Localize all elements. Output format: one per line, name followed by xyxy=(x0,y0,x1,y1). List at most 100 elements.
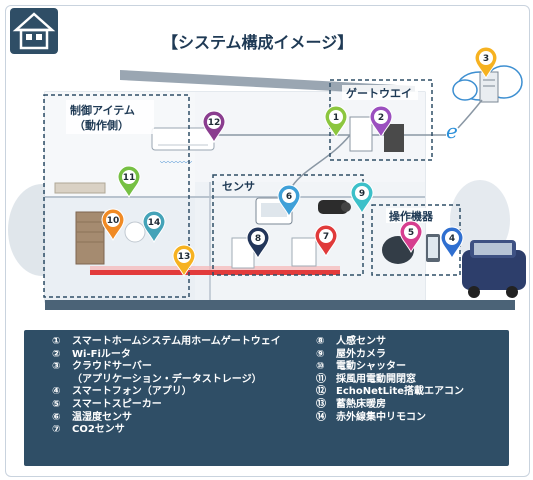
pin-marker-1: 1 xyxy=(324,105,348,139)
pin-center xyxy=(355,186,369,200)
legend-text: EchoNetLite搭載エアコン xyxy=(336,386,465,398)
legend-text: Wi-Fiルータ xyxy=(72,348,131,360)
area-label-sensor: センサ xyxy=(222,180,255,193)
pin-number: 14 xyxy=(148,218,161,228)
legend-item: ⑧ 人感センサ xyxy=(316,336,464,349)
legend-number: ⑫ xyxy=(316,386,326,398)
floor-heating-line xyxy=(90,270,340,275)
pin-marker-9: 9 xyxy=(350,181,374,215)
legend-item: ⑩ 電動シャッター xyxy=(316,361,464,374)
pin-number: 2 xyxy=(378,113,384,123)
pin-center xyxy=(374,110,388,124)
legend-item: ④ スマートフォン（アプリ） xyxy=(52,386,281,399)
legend-text: 屋外カメラ xyxy=(336,348,386,360)
pin-number: 8 xyxy=(255,234,261,244)
legend-item: ③ クラウドサーバー xyxy=(52,361,281,374)
legend-item: ⑥ 温湿度センサ xyxy=(52,412,281,425)
pin-number: 1 xyxy=(333,113,339,123)
pin-marker-7: 7 xyxy=(314,224,338,258)
legend-number: ① xyxy=(52,336,61,347)
pin-number: 12 xyxy=(208,118,221,128)
cloud-server-illustration xyxy=(452,65,523,103)
legend-number: ⑬ xyxy=(316,398,326,410)
pin-center xyxy=(319,229,333,243)
pin-center xyxy=(106,213,120,227)
pin-number: 11 xyxy=(123,173,136,183)
legend-number: ⑧ xyxy=(316,336,325,347)
area-label-operation: 操作機器 xyxy=(389,209,434,223)
pin-marker-5: 5 xyxy=(399,220,423,254)
pin-marker-2: 2 xyxy=(369,105,393,139)
pin-center xyxy=(177,249,191,263)
pin-center xyxy=(329,110,343,124)
pin-marker-14: 14 xyxy=(142,210,166,244)
legend-panel: ① スマートホームシステム用ホームゲートウェイ ② Wi-Fiルータ ③ クラウドサー… xyxy=(24,330,509,466)
connection-lines xyxy=(214,99,483,191)
legend-number: ⑦ xyxy=(52,424,61,436)
pin-center xyxy=(122,170,136,184)
pin-marker-13: 13 xyxy=(172,244,196,278)
pin-center xyxy=(147,215,161,229)
system-diagram: 【システム構成イメージ】 xyxy=(8,8,526,310)
pin-marker-3: 3 xyxy=(474,46,498,80)
legend-item: ⑨ 屋外カメラ xyxy=(316,349,464,362)
area-label-control: 制御アイテム xyxy=(70,103,135,117)
legend-text: 温湿度センサ xyxy=(72,411,132,423)
legend-number: ⑪ xyxy=(316,373,326,385)
legend-item: ① スマートホームシステム用ホームゲートウェイ xyxy=(52,336,281,349)
diagram-title: 【システム構成イメージ】 xyxy=(162,33,353,52)
legend-text: クラウドサーバー xyxy=(72,361,152,373)
pin-number: 5 xyxy=(408,228,414,238)
legend-number: ⑭ xyxy=(316,411,326,423)
legend-column-left: ① スマートホームシステム用ホームゲートウェイ ② Wi-Fiルータ ③ クラウドサー… xyxy=(52,336,281,437)
legend-text: 人感センサ xyxy=(336,336,386,347)
legend-number: ⑤ xyxy=(52,398,61,410)
pin-number: 4 xyxy=(449,234,455,244)
legend-number: ⑥ xyxy=(52,411,61,423)
house-illustration: 〰〰〰〰 xyxy=(44,70,526,310)
car-illustration xyxy=(462,240,526,298)
legend-text: 採風用電動開閉窓 xyxy=(336,373,416,385)
legend-item: （アプリケーション・データストレージ） xyxy=(52,374,281,387)
legend-text: スマートホームシステム用ホームゲートウェイ xyxy=(72,336,281,347)
pin-marker-8: 8 xyxy=(246,226,270,260)
legend-text: 蓄熱床暖房 xyxy=(336,398,386,410)
pin-number: 9 xyxy=(359,189,365,199)
legend-text: 電動シャッター xyxy=(336,361,406,373)
legend-text: スマートフォン（アプリ） xyxy=(72,386,192,398)
pin-center xyxy=(479,51,493,65)
house-icon xyxy=(10,8,58,54)
pin-center xyxy=(404,225,418,239)
pin-marker-4: 4 xyxy=(440,226,464,260)
legend-number: ④ xyxy=(52,386,61,398)
legend-number: ② xyxy=(52,348,61,360)
pin-number: 6 xyxy=(286,192,292,202)
area-label-gateway: ゲートウエイ xyxy=(346,86,412,100)
pin-number: 7 xyxy=(323,232,329,242)
pin-marker-11: 11 xyxy=(117,165,141,199)
pin-number: 13 xyxy=(178,252,191,262)
legend-item: ⑬ 蓄熱床暖房 xyxy=(316,399,464,412)
legend-item: ② Wi-Fiルータ xyxy=(52,349,281,362)
legend-column-right: ⑧ 人感センサ ⑨ 屋外カメラ ⑩ 電動シャッター ⑪ 採風用電動開閉窓 ⑫ EchoNe… xyxy=(316,336,464,424)
legend-text: 赤外線集中リモコン xyxy=(336,411,426,423)
legend-number: ⑨ xyxy=(316,348,325,360)
pin-marker-12: 12 xyxy=(202,110,226,144)
legend-text: （アプリケーション・データストレージ） xyxy=(72,373,262,385)
svg-text:〰〰〰〰: 〰〰〰〰 xyxy=(160,158,192,167)
pin-number: 10 xyxy=(107,216,120,226)
pin-number: 3 xyxy=(483,54,489,64)
legend-item: ⑭ 赤外線集中リモコン xyxy=(316,412,464,425)
pin-center xyxy=(445,231,459,245)
pin-marker-6: 6 xyxy=(277,184,301,218)
pin-center xyxy=(282,189,296,203)
pin-center xyxy=(207,115,221,129)
area-label-control-sub: （動作側） xyxy=(74,118,129,132)
pin-center xyxy=(251,231,265,245)
legend-number: ⑩ xyxy=(316,361,325,373)
legend-number: ③ xyxy=(52,361,61,373)
